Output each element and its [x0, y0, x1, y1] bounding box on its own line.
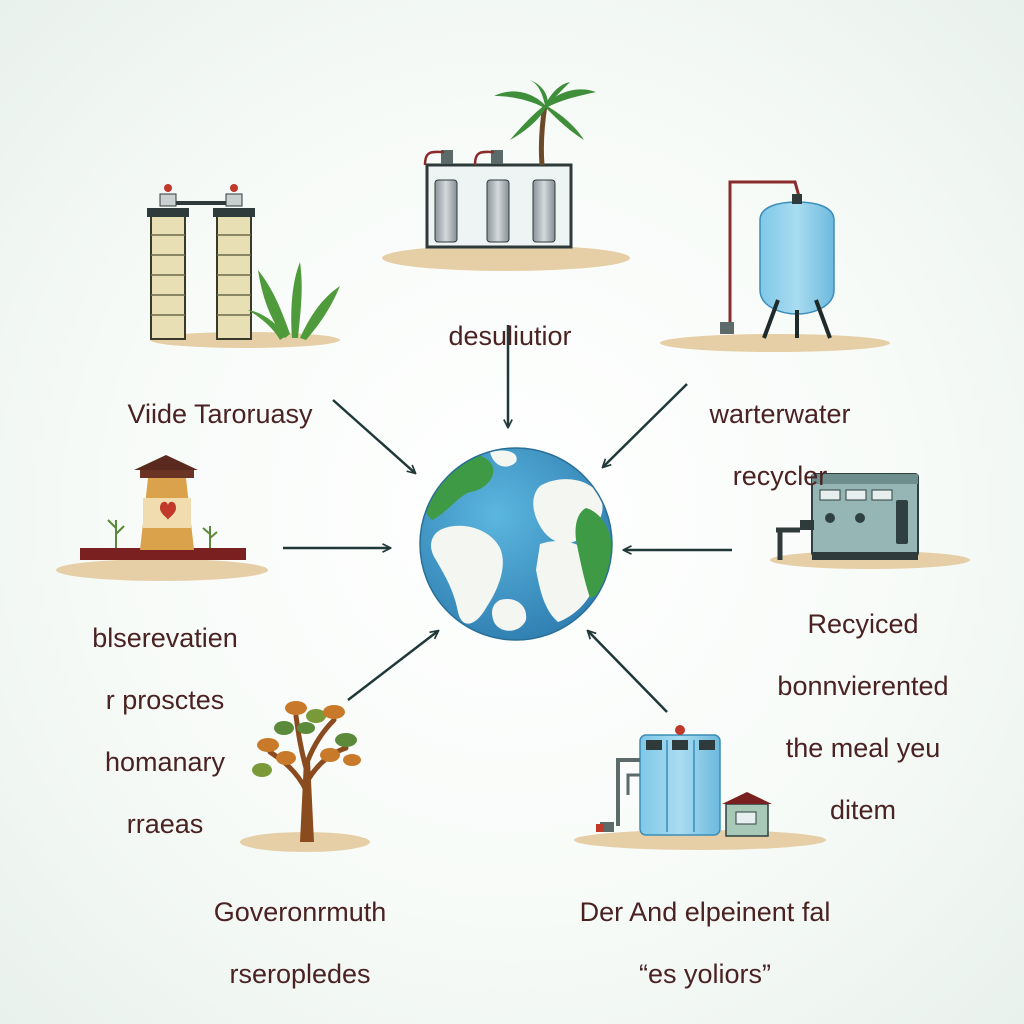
label-left: blserevatien r prosctes homanary rraeas	[50, 592, 280, 871]
label-right: Recyiced bonnvierented the meal yeu dite…	[738, 578, 988, 857]
conservation-tower-icon	[56, 455, 268, 581]
label-line: bonnvierented	[777, 671, 949, 701]
treatment-facility-icon	[574, 725, 826, 850]
label-top-left: Viide Taroruasy	[90, 368, 350, 461]
label-line: desuliutior	[448, 321, 572, 351]
label-line: recycler	[732, 461, 828, 491]
label-bottom-right: Der And elpeinent fal “es yoliors”	[545, 866, 865, 1021]
globe-icon	[419, 447, 613, 641]
water-tank-icon	[660, 180, 890, 352]
label-line: Viide Taroruasy	[127, 399, 313, 429]
desalination-plant-icon	[382, 80, 630, 271]
filtration-towers-icon	[147, 184, 340, 348]
label-line: homanary	[104, 747, 226, 777]
label-top: desuliutior	[400, 290, 620, 383]
arrow-from-top-left	[332, 399, 415, 473]
label-line: ditem	[829, 795, 897, 825]
tree-icon	[240, 701, 370, 852]
arrows	[283, 325, 732, 713]
recycling-machine-icon	[770, 473, 970, 569]
label-bottom-left: Goveronrmuth rseropledes	[175, 866, 425, 1021]
arrow-from-bottom-left	[347, 631, 438, 701]
label-line: rseropledes	[229, 959, 371, 989]
label-line: rraeas	[126, 809, 204, 839]
label-line: the meal yeu	[785, 733, 941, 763]
label-line: blserevatien	[92, 623, 238, 653]
arrow-from-top-right	[603, 383, 688, 467]
label-line: Der And elpeinent fal	[579, 897, 831, 927]
label-line: r prosctes	[105, 685, 225, 715]
label-top-right: warterwater recycler	[680, 368, 880, 523]
label-line: Goveronrmuth	[213, 897, 387, 927]
arrow-from-bottom-right	[588, 631, 668, 713]
label-line: warterwater	[709, 399, 851, 429]
label-line: Recyiced	[807, 609, 919, 639]
label-line: “es yoliors”	[638, 959, 772, 989]
